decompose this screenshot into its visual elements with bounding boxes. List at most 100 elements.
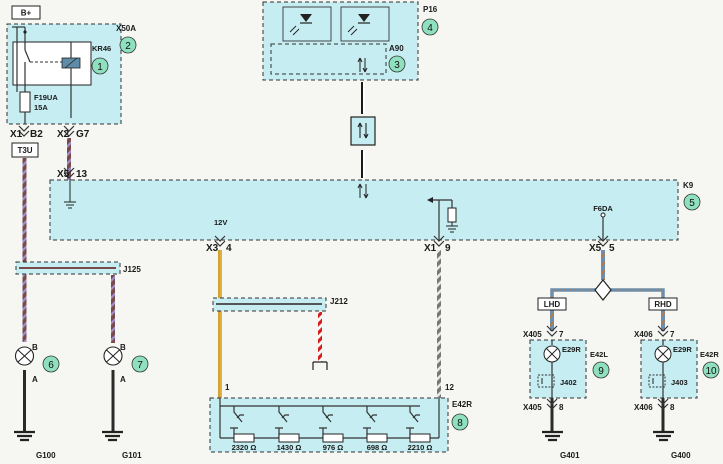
ref-circle-4 [421,18,439,36]
x50a-label: X50A [116,24,136,33]
wire-splice-lhd [550,288,596,298]
svg-text:E29R: E29R [673,345,692,354]
svg-text:8: 8 [559,403,564,412]
wire-b2-lamp6 [22,158,27,342]
battery-supply: B+ [11,5,41,20]
wire-x5-splice [601,250,605,280]
svg-text:A: A [120,375,126,384]
led-icon [347,14,370,36]
svg-text:5: 5 [689,198,695,209]
ref-circle-9 [592,361,610,379]
svg-text:4: 4 [226,243,232,254]
wire-rhd-g400 [661,398,665,432]
ground-g100: G100 [14,430,56,460]
svg-text:K9: K9 [683,181,694,190]
svg-text:E42L: E42L [590,350,608,359]
ground-icon [64,180,76,209]
svg-text:X5: X5 [57,169,70,180]
svg-text:P16: P16 [423,5,438,14]
svg-text:F19UA: F19UA [34,93,58,102]
connector-x1-9: X1 9 [424,235,451,254]
svg-text:J125: J125 [123,265,141,274]
ground-icon [653,430,674,442]
resistor-value: 976 Ω [323,443,344,452]
wire-x1-gray [437,250,441,398]
lamp-6: B A 6 [14,343,60,384]
svg-text:B: B [120,343,126,352]
connector-x5-5: X5 5 [589,235,615,254]
svg-text:9: 9 [445,243,451,254]
ground-icon [102,430,123,442]
svg-text:8: 8 [670,403,675,412]
data-bus-wire [361,82,365,114]
led-icon [289,14,312,36]
ground-icon [14,430,35,442]
supply-label: B+ [21,9,32,18]
svg-text:J212: J212 [330,297,348,306]
svg-text:12: 12 [445,383,454,392]
data-bus-coupler [350,116,376,146]
lamp-icon [546,348,558,360]
svg-text:A: A [32,375,38,384]
svg-text:B2: B2 [30,129,43,140]
tag-t3u: T3U [11,142,39,158]
svg-text:7: 7 [559,330,564,339]
lamp-icon [17,349,32,363]
ground-icon [542,430,563,442]
push-switch [230,406,244,438]
resistor-value: 698 Ω [367,443,388,452]
wire-x3-yellow [218,250,222,398]
switch-pack-e42r: E42R 8 1 12 2320 Ω 1430 Ω [209,383,472,453]
resistor [366,433,388,443]
svg-text:G100: G100 [36,451,56,460]
wire-lamp6-g100 [23,370,26,432]
connector-x2-g7: X2 G7 [57,125,90,140]
svg-text:G400: G400 [671,451,691,460]
lamp-7: B A 7 [103,343,149,384]
push-switch [363,406,377,438]
svg-text:G7: G7 [76,129,90,140]
resistor [322,433,344,443]
resistor [409,433,431,443]
resistor-value: 2320 Ω [232,443,257,452]
svg-text:X405: X405 [523,330,542,339]
push-switch [406,406,420,438]
svg-text:1: 1 [225,383,230,392]
branch-lhd: LHD X405 7 E29R E42L 9 J402 X405 8 G401 [523,297,610,460]
svg-text:X406: X406 [634,330,653,339]
branch-rhd: RHD X406 7 E29R E42R 10 J403 X406 8 G400 [634,297,720,460]
splice-diamond [594,279,612,301]
svg-text:G401: G401 [560,451,580,460]
ref-circle-8 [451,413,469,431]
svg-text:15A: 15A [34,103,48,112]
svg-text:2: 2 [125,41,131,52]
resistor-value: 2210 Ω [408,443,433,452]
fuse-f19ua [19,91,31,113]
ref-circle-2 [119,36,137,54]
resistor [233,433,255,443]
svg-text:13: 13 [76,169,88,180]
svg-text:10: 10 [705,366,717,377]
svg-text:J402: J402 [560,378,577,387]
svg-text:X3: X3 [206,243,219,254]
ref-circle-3 [388,55,406,73]
fuse-box-x50a: X50A 2 KR46 1 F19UA 15A [6,23,137,125]
ref-circle-10 [702,361,720,379]
ref-circle-6 [42,355,60,373]
svg-text:A90: A90 [389,44,404,53]
lamp-icon [106,349,120,363]
svg-text:E42R: E42R [452,400,472,409]
f6da-label: F6DA [593,204,613,213]
svg-text:1: 1 [97,62,103,73]
splice-j212: J212 [212,297,348,370]
bidirectional-arrow-icon [357,57,368,73]
wire-g7-k9 [67,138,71,180]
module-k9: K9 5 F6DA [49,179,701,241]
svg-text:3: 3 [394,60,400,71]
wire-splice-rhd [610,288,665,298]
ground-g101: G101 [102,430,142,460]
bidirectional-arrow-icon [357,183,363,198]
ref-circle-7 [131,355,149,373]
wire-j125-lamp7 [111,275,115,343]
